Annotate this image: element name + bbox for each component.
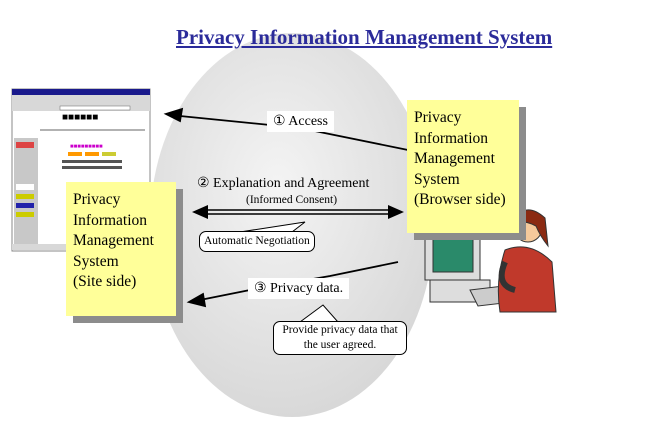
- browser-box-line: (Browser side): [414, 191, 506, 208]
- site-box-line: System: [73, 252, 119, 270]
- step-access-label: ① Access: [267, 111, 334, 132]
- step-privacy-data-label: ③ Privacy data.: [248, 278, 350, 299]
- site-box-line: Information: [73, 211, 148, 229]
- svg-text:■■■■■■■■■: ■■■■■■■■■: [70, 144, 103, 150]
- negotiation-callout: Automatic Negotiation: [199, 231, 315, 252]
- user-at-computer-illustration: [424, 209, 557, 313]
- consent-double-arrow: [192, 205, 404, 219]
- browser-box-line: System: [414, 170, 460, 188]
- browser-box-line: Information: [414, 129, 489, 147]
- page-title: Privacy Information Management System: [176, 25, 553, 49]
- provide-callout-line: the user agreed.: [303, 339, 377, 351]
- site-box-line: Management: [73, 232, 154, 249]
- provide-callout-line: Provide privacy data that: [282, 324, 398, 336]
- site-box-line: Privacy: [73, 191, 121, 208]
- step-explanation-label: ② Explanation and Agreement: [197, 176, 370, 191]
- browser-box-line: Privacy: [414, 109, 462, 126]
- site-side-box: Privacy Information Management System (S…: [66, 182, 176, 316]
- browser-box-line: Management: [414, 150, 495, 167]
- browser-side-box: Privacy Information Management System (B…: [407, 100, 519, 233]
- svg-text:■■■■■■: ■■■■■■: [62, 112, 98, 123]
- provide-callout: Provide privacy data that the user agree…: [273, 321, 407, 355]
- informed-consent-label: (Informed Consent): [246, 194, 338, 206]
- site-box-line: (Site side): [73, 273, 137, 290]
